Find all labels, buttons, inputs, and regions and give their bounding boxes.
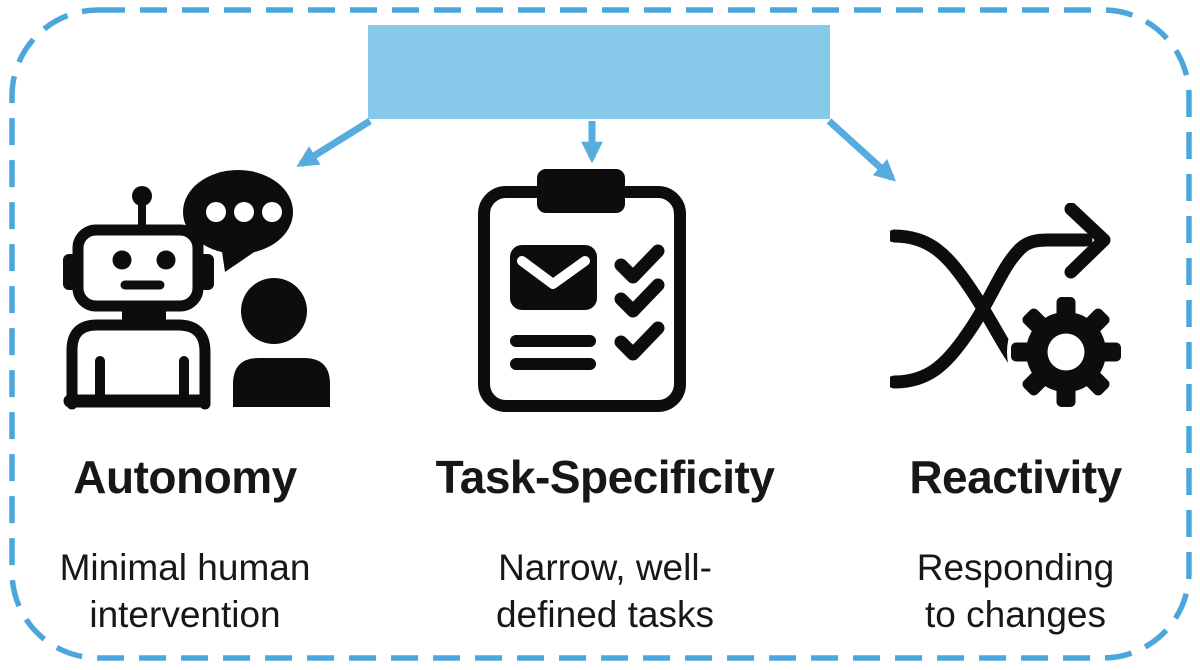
column-subtitle-autonomy: Minimal human intervention [59, 547, 311, 635]
column-subtitle-reactivity: Responding to changes [916, 547, 1115, 635]
robot-chat-person-icon [63, 170, 330, 410]
feature-column-task-specificity: Task-Specificity Narrow, well- defined t… [420, 0, 790, 670]
flow-arrow-left [296, 118, 372, 167]
flow-arrow-right [826, 118, 897, 182]
clipboard-icon [478, 169, 686, 412]
gear-icon [1007, 293, 1125, 411]
text-line-icons [510, 335, 596, 370]
shuffle-arrows-gear-icon [890, 203, 1125, 411]
column-title-reactivity: Reactivity [909, 451, 1122, 503]
feature-column-reactivity: Reactivity Responding to changes [833, 0, 1198, 670]
column-title-autonomy: Autonomy [73, 451, 297, 503]
envelope-icon [510, 245, 597, 310]
dashed-border [9, 7, 1192, 661]
clipboard-checklist-icon [478, 169, 686, 412]
robot-icon [63, 186, 214, 410]
feature-column-autonomy: Autonomy Minimal human intervention [5, 0, 365, 670]
header-box [368, 25, 830, 119]
column-title-task-specificity: Task-Specificity [435, 451, 775, 503]
column-subtitle-task-specificity: Narrow, well- defined tasks [495, 547, 715, 635]
speech-bubble-icon [183, 170, 293, 272]
shuffle-arrows-icon [890, 203, 1111, 389]
checkmark-icons [614, 244, 665, 361]
person-icon [233, 278, 330, 407]
